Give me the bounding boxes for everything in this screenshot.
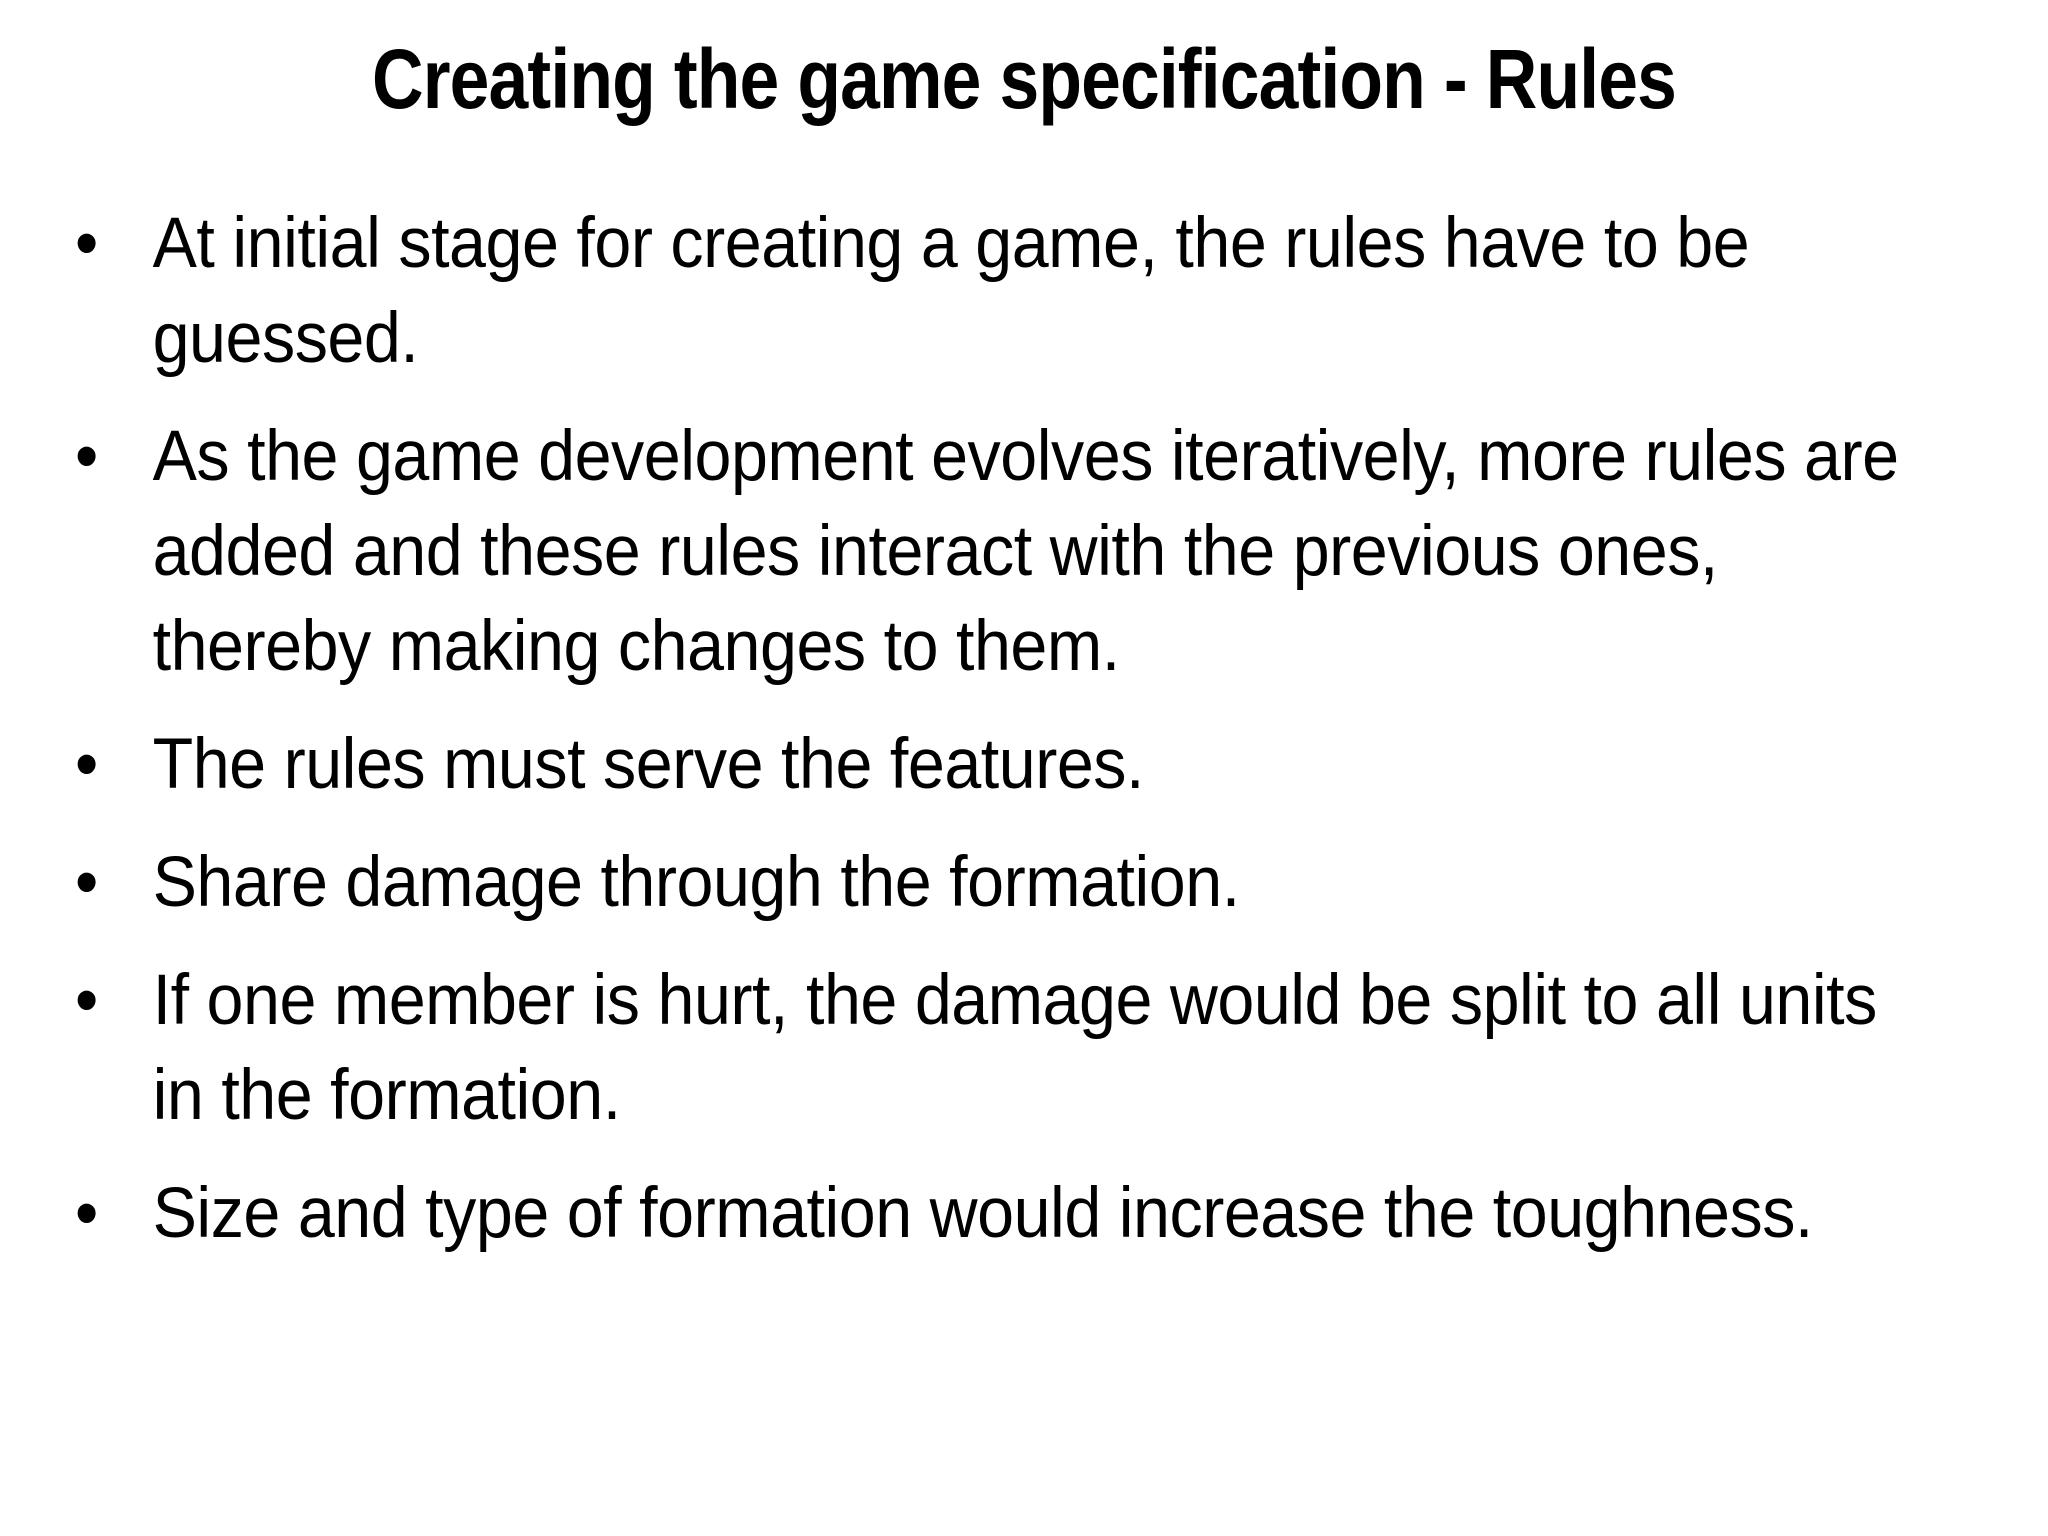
slide-title: Creating the game specification - Rules [372,32,1677,126]
bullet-dot-icon: • [75,1174,98,1253]
bullet-text: Size and type of formation would increas… [152,1174,1814,1253]
bullet-text: The rules must serve the features. [152,725,1145,804]
bullet-text: If one member is hurt, the damage would … [152,961,1878,1135]
bullet-item: • At initial stage for creating a game, … [75,196,1936,386]
bullet-dot-icon: • [75,725,98,804]
bullet-text: At initial stage for creating a game, th… [152,204,1750,378]
bullet-item: • Size and type of formation would incre… [75,1166,1936,1261]
bullet-list: • At initial stage for creating a game, … [75,196,1936,1261]
bullet-text: Share damage through the formation. [152,843,1241,922]
bullet-dot-icon: • [75,417,98,496]
bullet-text: As the game development evolves iterativ… [152,417,1899,686]
bullet-dot-icon: • [75,204,98,283]
bullet-dot-icon: • [75,843,98,922]
bullet-item: • As the game development evolves iterat… [75,409,1936,694]
bullet-item: • Share damage through the formation. [75,835,1936,930]
bullet-item: • If one member is hurt, the damage woul… [75,953,1936,1143]
bullet-dot-icon: • [75,961,98,1040]
slide: Creating the game specification - Rules … [0,37,2048,1536]
bullet-item: • The rules must serve the features. [75,717,1936,812]
